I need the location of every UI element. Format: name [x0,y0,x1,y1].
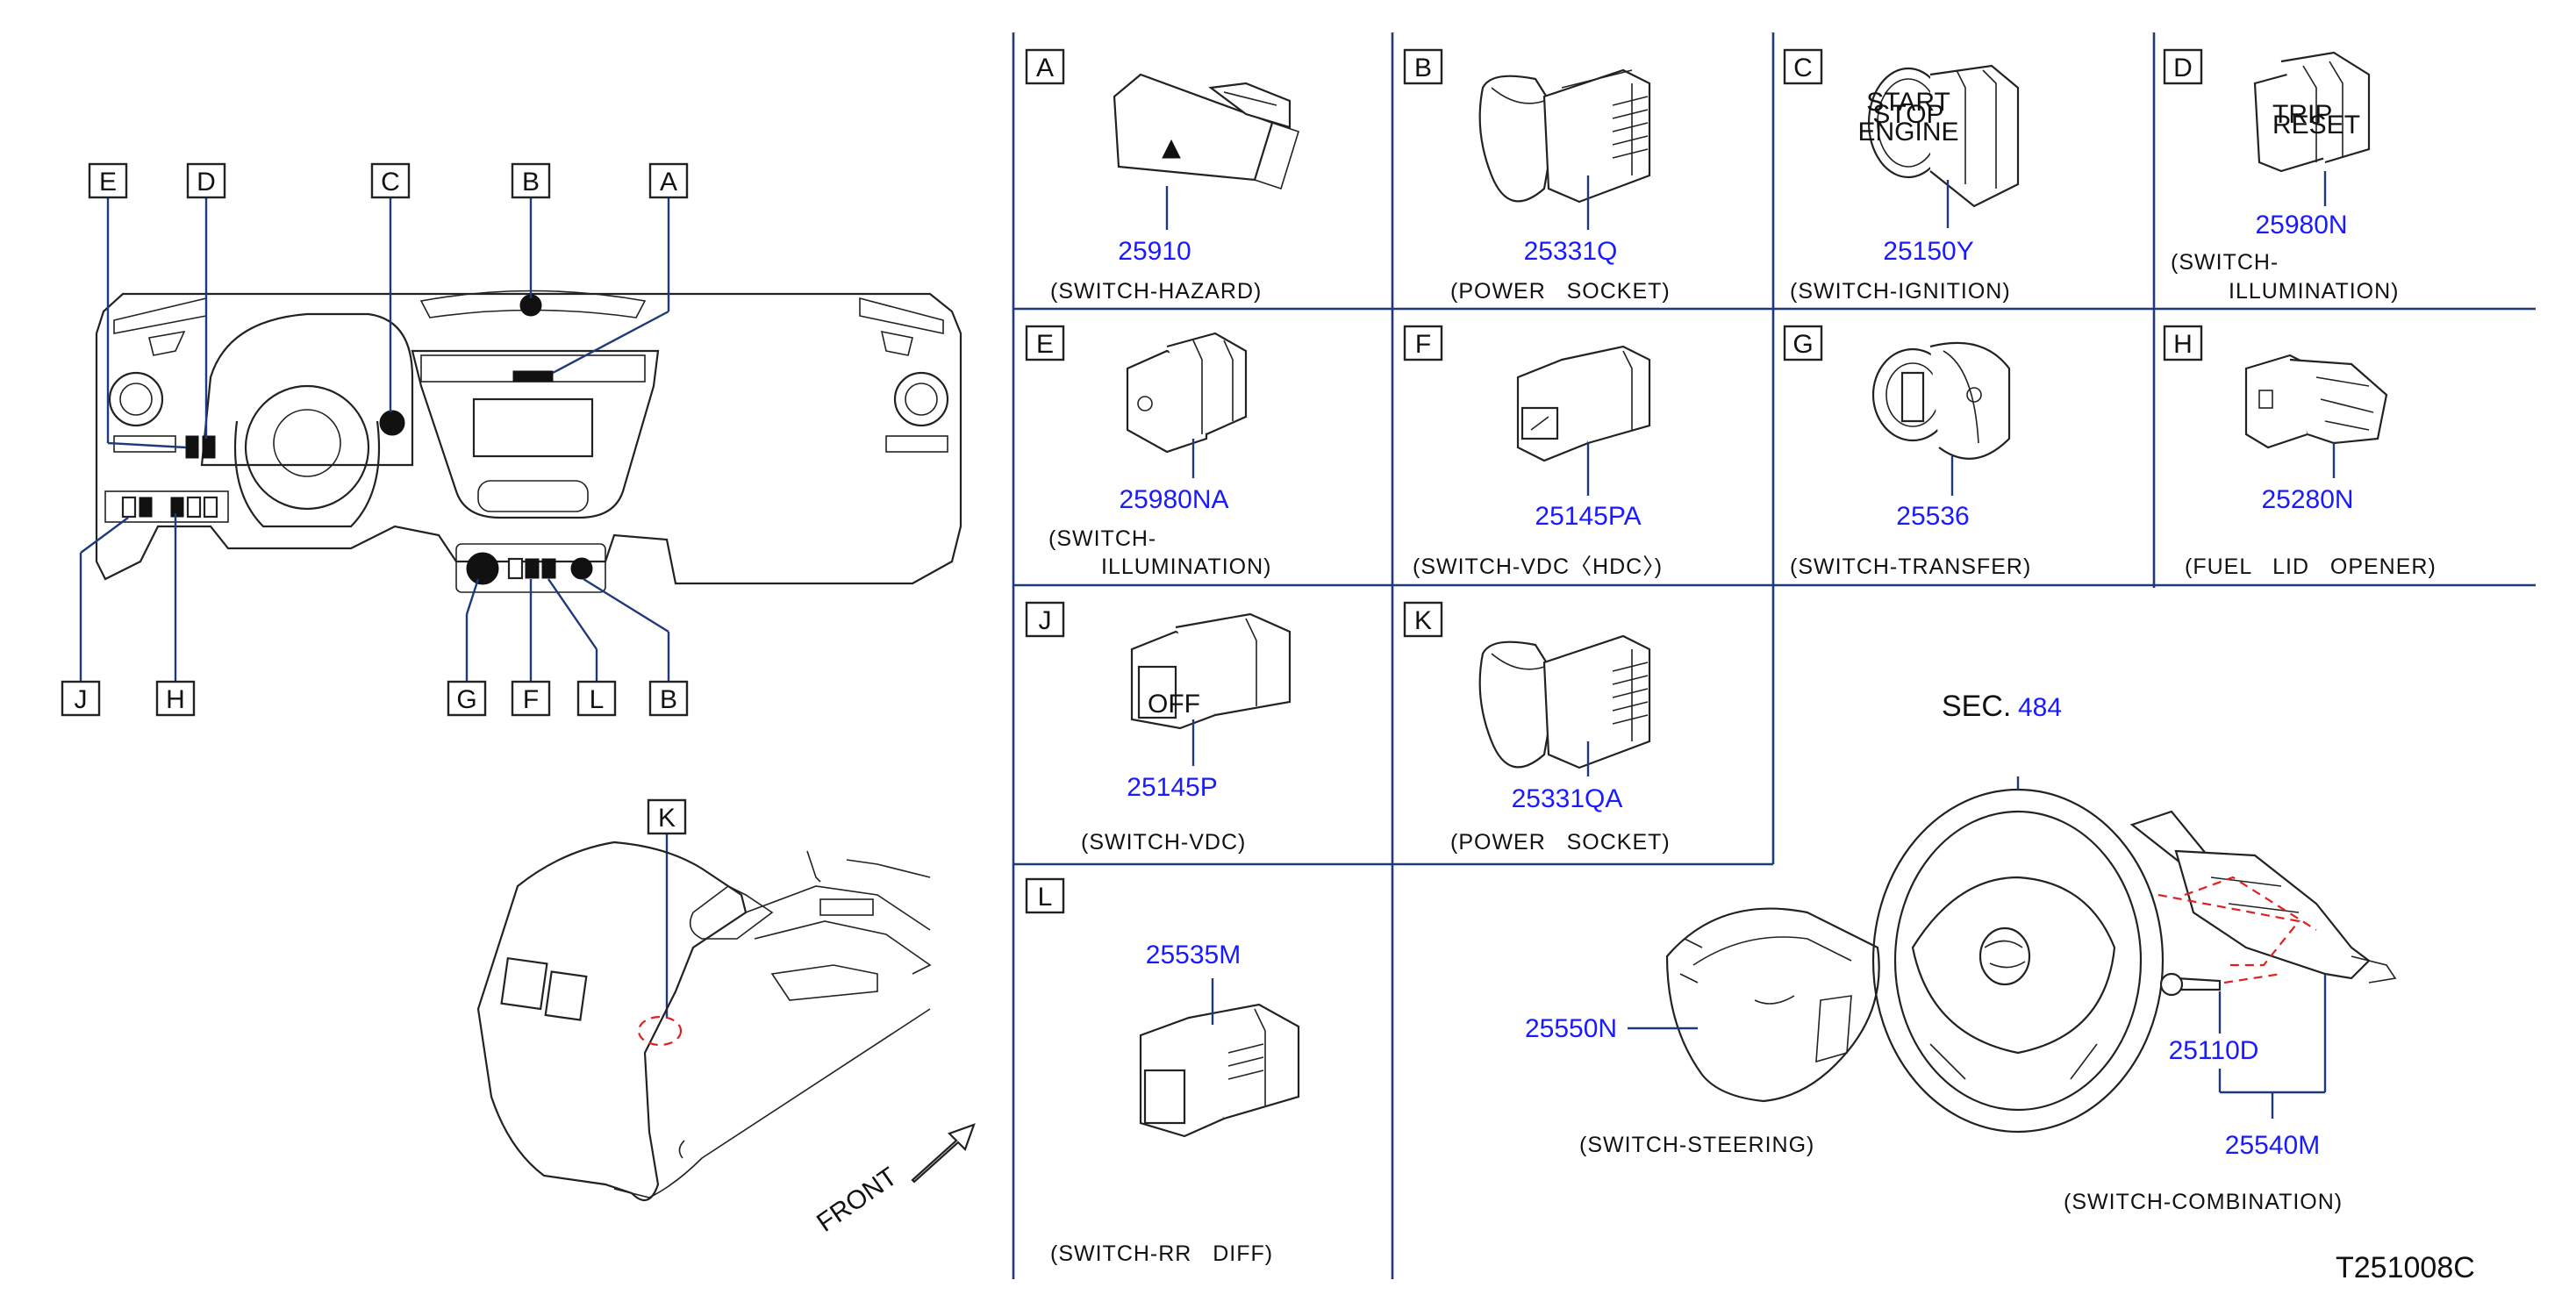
part-number-25110D: 25110D [2169,1036,2259,1065]
panel-L-letter: L [1038,883,1053,912]
svg-text:OFF: OFF [1148,690,1200,719]
panel-G: G 25536 (SWITCH-TRANSFER) [1783,325,2031,579]
panel-D-desc-line2: ILLUMINATION) [2229,279,2400,304]
steering-area [1665,788,2397,1134]
callout-L-bottom: L [576,680,617,717]
svg-text:G: G [456,685,476,714]
console-illustration [476,841,932,1202]
svg-text:TRIP: TRIP [2272,100,2332,129]
callout-B-top: B [511,162,551,199]
part-number-25280N: 25280N [2261,485,2353,514]
panel-J: J OFF 25145P (SWITCH-VDC) [1025,601,1292,855]
panel-J-desc: (SWITCH-VDC) [1081,830,1246,855]
svg-text:B: B [522,168,540,197]
part-number-25331Q: 25331Q [1524,237,1618,266]
panel-J-letter: J [1039,606,1052,635]
part-number-25540M: 25540M [2225,1131,2320,1160]
callout-H-bottom: H [155,680,196,717]
svg-text:FRONT: FRONT [812,1162,903,1237]
parts-grid [1012,32,2536,1279]
callout-E-top: E [88,162,128,199]
svg-text:C: C [381,168,400,197]
part-number-25145PA: 25145PA [1535,502,1641,531]
panel-G-desc: (SWITCH-TRANSFER) [1790,554,2031,579]
sec-label: SEC. [1942,690,2011,723]
panel-E-letter: E [1036,330,1054,359]
svg-text:L: L [590,685,605,714]
part-number-25145P: 25145P [1127,773,1217,802]
panel-C-letter: C [1793,54,1813,82]
svg-text:STOP: STOP [1872,100,1943,129]
callout-G-bottom: G [447,680,487,717]
svg-text:A: A [660,168,677,197]
svg-text:B: B [660,685,677,714]
panel-H-letter: H [2173,330,2193,359]
panel-A-desc: (SWITCH-HAZARD) [1050,279,1262,304]
panel-K: K 25331QA (POWER SOCKET) [1403,601,1671,855]
panel-C-desc: (SWITCH-IGNITION) [1790,279,2011,304]
panel-F-desc: (SWITCH-VDC〈HDC〉) [1413,554,1663,579]
switch-combination-desc: (SWITCH-COMBINATION) [2064,1190,2343,1214]
front-arrow: FRONT [812,1123,976,1238]
svg-text:RESET: RESET [2272,111,2360,140]
diagram-code: T251008C [2336,1251,2475,1284]
part-number-25550N: 25550N [1525,1014,1617,1043]
svg-text:H: H [166,685,185,714]
steering-leaders [1628,776,2327,1119]
dashboard-illustration [95,290,962,593]
sec-number: 484 [2018,693,2062,722]
panel-C: C START STOP ENGINE 25150Y (SWITCH-IGNIT… [1783,48,2020,304]
panel-L: L 25535M (SWITCH-RR DIFF) [1025,877,1300,1266]
panel-B-desc: (POWER SOCKET) [1450,279,1671,304]
callout-A-top: A [648,162,689,199]
panel-A-letter: A [1036,54,1054,82]
panel-D: D TRIP RESET 25980N (SWITCH- ILLUMINATIO… [2163,48,2400,304]
panel-B-letter: B [1414,54,1432,82]
callout-K-console: K [647,798,687,835]
panel-K-desc: (POWER SOCKET) [1450,830,1671,855]
panel-E-desc-line1: (SWITCH- [1048,526,1156,551]
callout-D-top: D [186,162,226,199]
svg-text:K: K [658,804,676,833]
callout-F-bottom: F [511,680,551,717]
svg-text:E: E [99,168,117,197]
svg-text:D: D [197,168,216,197]
panel-E-desc-line2: ILLUMINATION) [1101,554,1272,579]
part-number-25535M: 25535M [1146,941,1241,969]
part-number-25980N: 25980N [2255,211,2347,240]
panel-G-letter: G [1792,330,1813,359]
part-number-25536: 25536 [1896,502,1969,531]
panel-A: A 25910 (SWITCH-HAZARD) [1025,48,1299,304]
panel-H: H 25280N (FUEL LID OPENER) [2163,325,2436,579]
svg-text:ENGINE: ENGINE [1857,118,1958,147]
switch-steering-desc: (SWITCH-STEERING) [1579,1133,1814,1157]
panel-H-desc: (FUEL LID OPENER) [2185,554,2436,579]
panel-F: F 25145PA (SWITCH-VDC〈HDC〉) [1403,325,1663,579]
callout-B-bottom: B [648,680,689,717]
panel-E: E 25980NA (SWITCH- ILLUMINATION) [1025,325,1272,579]
callout-J-bottom: J [61,680,101,717]
panel-B: B 25331Q (POWER SOCKET) [1403,48,1671,304]
svg-text:J: J [75,685,88,714]
part-number-25910: 25910 [1118,237,1191,266]
panel-L-desc: (SWITCH-RR DIFF) [1050,1241,1273,1266]
part-number-25331QA: 25331QA [1512,784,1623,813]
svg-text:START: START [1866,88,1950,117]
dashboard-callout-leaders [79,190,670,1018]
panel-D-letter: D [2173,54,2193,82]
callout-C-top: C [370,162,411,199]
part-number-25980NA: 25980NA [1119,485,1228,514]
panel-D-desc-line1: (SWITCH- [2171,250,2279,275]
part-number-25150Y: 25150Y [1883,237,1973,266]
panel-K-letter: K [1414,606,1432,635]
panel-F-letter: F [1415,330,1431,359]
svg-text:F: F [523,685,539,714]
